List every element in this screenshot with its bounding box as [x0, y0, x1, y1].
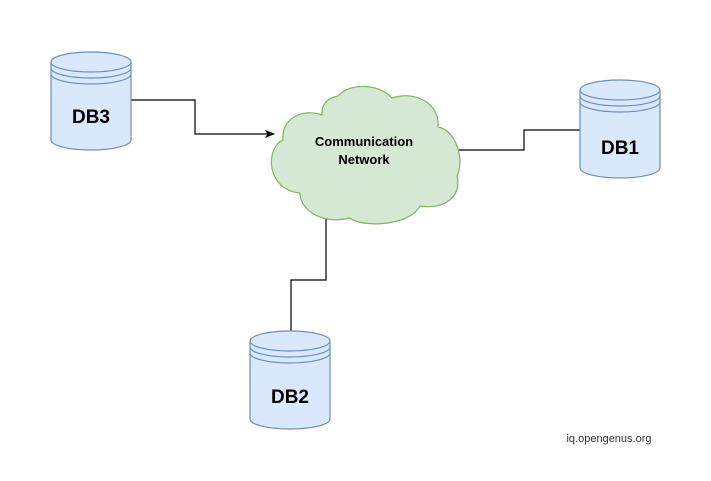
communication-network[interactable]: Communication Network [270, 85, 461, 225]
connector-db1-to-network[interactable] [442, 129, 580, 154]
db3-label: DB3 [72, 107, 110, 128]
database-db3[interactable]: DB3 [50, 51, 132, 151]
network-label-line1: Communication [315, 134, 413, 149]
database-icon [249, 330, 331, 430]
database-icon [50, 51, 132, 151]
connector-db2-to-network[interactable] [290, 208, 330, 331]
watermark-text: iq.opengenus.org [566, 433, 651, 445]
network-label-line2: Network [338, 152, 390, 167]
db2-label: DB2 [271, 387, 309, 408]
cloud-icon [270, 85, 461, 225]
database-icon [579, 79, 661, 179]
database-db2[interactable]: DB2 [249, 330, 331, 430]
db1-label: DB1 [601, 138, 639, 159]
connector-db3-to-network[interactable] [131, 99, 275, 138]
database-db1[interactable]: DB1 [579, 79, 661, 179]
